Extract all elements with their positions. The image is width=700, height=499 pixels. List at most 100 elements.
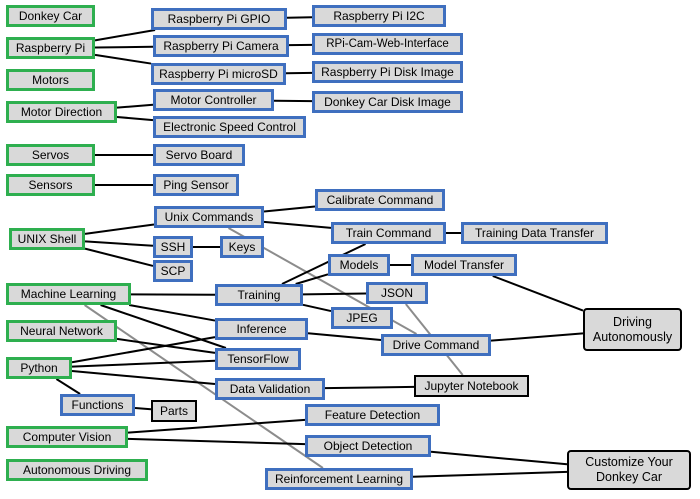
edge-unix_shell-scp: [84, 247, 154, 267]
node-object-detection: Object Detection: [305, 435, 431, 457]
edge-motor_direction-motor_controller: [116, 103, 154, 109]
edge-unix_commands-train_command: [263, 220, 332, 229]
node-raspberry-pi-gpio: Raspberry Pi GPIO: [151, 8, 287, 30]
node-neural-network: Neural Network: [6, 320, 117, 342]
node-reinforcement-learning-label: Reinforcement Learning: [274, 472, 404, 486]
node-scp: SCP: [153, 260, 193, 282]
node-sensors-label: Sensors: [28, 178, 73, 192]
node-training-data-transfer-label: Training Data Transfer: [475, 226, 594, 240]
node-neural-network-label: Neural Network: [20, 324, 103, 338]
node-raspberry-pi-i2c-label: Raspberry Pi I2C: [333, 9, 425, 23]
node-motor-direction: Motor Direction: [6, 101, 117, 123]
node-donkey-car: Donkey Car: [6, 5, 95, 27]
node-unix-commands: Unix Commands: [154, 206, 264, 228]
edge-training-jpeg: [302, 303, 332, 313]
node-customize-line-1: Customize Your: [585, 455, 673, 469]
node-training-data-transfer: Training Data Transfer: [461, 222, 608, 244]
node-training: Training: [215, 284, 303, 306]
edge-unix_commands-calibrate_command: [263, 205, 316, 213]
edge-inference-drive_command: [307, 332, 382, 341]
node-json-label: JSON: [380, 286, 413, 300]
node-driving-autonomously: Driving Autonomously: [583, 308, 682, 351]
node-servos-label: Servos: [31, 148, 70, 162]
node-jupyter-notebook-label: Jupyter Notebook: [424, 379, 519, 393]
node-feature-detection: Feature Detection: [305, 404, 440, 426]
edge-unix_shell-ssh: [84, 240, 154, 247]
node-donkey-car-disk-image: Donkey Car Disk Image: [312, 91, 463, 113]
edge-computer_vision-object_detection: [127, 437, 306, 446]
node-autonomous-driving-label: Autonomous Driving: [22, 463, 132, 477]
node-electronic-speed-control-label: Electronic Speed Control: [163, 120, 296, 134]
node-customize-your-donkey-car: Customize Your Donkey Car: [567, 450, 691, 490]
node-driving-autonomously-line-1: Driving: [613, 314, 652, 329]
edge-model_transfer-driving_autonomously: [492, 275, 584, 312]
node-raspberry-pi-microsd: Raspberry Pi microSD: [151, 63, 286, 85]
edge-python-inference: [71, 336, 216, 364]
edge-computer_vision-feature_detection: [127, 418, 306, 434]
node-rpi-cam-web-interface-label: RPi-Cam-Web-Interface: [326, 38, 449, 50]
node-servo-board: Servo Board: [153, 144, 245, 166]
node-driving-autonomously-line-2: Autonomously: [592, 329, 673, 344]
node-tensorflow: TensorFlow: [215, 348, 301, 370]
node-inference: Inference: [215, 318, 308, 340]
node-jpeg: JPEG: [331, 307, 393, 329]
edge-python-functions: [55, 378, 81, 395]
node-raspberry-pi-disk-image-label: Raspberry Pi Disk Image: [321, 65, 454, 79]
edge-unix_shell-unix_commands: [84, 223, 155, 235]
node-functions-label: Functions: [71, 398, 124, 412]
node-autonomous-driving: Autonomous Driving: [6, 459, 148, 481]
edge-object_detection-customize: [430, 450, 568, 466]
node-machine-learning: Machine Learning: [6, 283, 131, 305]
edge-python-data_validation: [71, 370, 216, 385]
edge-training-models: [295, 273, 329, 285]
edge-raspberry_pi-rpi_gpio: [94, 29, 156, 42]
edge-functions-parts: [134, 406, 152, 411]
node-tensorflow-label: TensorFlow: [227, 352, 289, 366]
node-data-validation-label: Data Validation: [229, 382, 311, 396]
edge-python-tensorflow: [71, 359, 216, 368]
node-object-detection-label: Object Detection: [323, 439, 413, 453]
node-jpeg-label: JPEG: [346, 311, 378, 325]
edge-training-train_command: [281, 243, 366, 285]
node-training-label: Training: [237, 288, 281, 302]
edge-raspberry_pi-rpi_microsd: [94, 53, 152, 65]
node-servos: Servos: [6, 144, 95, 166]
node-parts-label: Parts: [159, 404, 188, 418]
node-customize-line-2: Donkey Car: [596, 470, 662, 484]
node-jupyter-notebook: Jupyter Notebook: [414, 375, 529, 397]
edge-motor_direction-esc: [116, 115, 154, 122]
node-raspberry-pi-disk-image: Raspberry Pi Disk Image: [312, 61, 463, 83]
node-models: Models: [328, 254, 390, 276]
node-calibrate-command: Calibrate Command: [315, 189, 445, 211]
node-unix-commands-label: Unix Commands: [164, 210, 254, 224]
node-keys-label: Keys: [228, 240, 256, 254]
edge-machine_learning-inference: [128, 304, 216, 322]
node-drive-command: Drive Command: [381, 334, 491, 356]
edge-drive_command-driving_autonomously: [490, 332, 584, 342]
edge-training-json: [302, 292, 367, 296]
node-models-label: Models: [339, 258, 379, 272]
node-parts: Parts: [151, 400, 197, 422]
node-reinforcement-learning: Reinforcement Learning: [265, 468, 413, 490]
node-servo-board-label: Servo Board: [165, 148, 233, 162]
node-calibrate-command-label: Calibrate Command: [326, 193, 434, 207]
node-ssh-label: SSH: [160, 240, 186, 254]
node-computer-vision: Computer Vision: [6, 426, 128, 448]
node-raspberry-pi-gpio-label: Raspberry Pi GPIO: [167, 12, 271, 26]
node-donkey-car-label: Donkey Car: [18, 9, 83, 23]
node-train-command: Train Command: [331, 222, 446, 244]
edge-machine_learning-reinforcement_learning: [84, 304, 324, 469]
node-computer-vision-label: Computer Vision: [22, 430, 112, 444]
node-data-validation: Data Validation: [215, 378, 325, 400]
node-motor-controller: Motor Controller: [153, 89, 274, 111]
node-unix-shell-label: UNIX Shell: [17, 232, 77, 246]
edge-machine_learning-tensorflow: [100, 304, 227, 349]
node-ping-sensor: Ping Sensor: [153, 174, 239, 196]
node-raspberry-pi-microsd-label: Raspberry Pi microSD: [159, 67, 278, 81]
node-ping-sensor-label: Ping Sensor: [163, 178, 229, 192]
node-raspberry-pi-camera: Raspberry Pi Camera: [153, 35, 289, 57]
node-python: Python: [6, 357, 72, 379]
node-rpi-cam-web-interface: RPi-Cam-Web-Interface: [312, 33, 463, 55]
node-raspberry-pi-camera-label: Raspberry Pi Camera: [163, 39, 279, 53]
edge-data_validation-jupyter_notebook: [324, 385, 415, 390]
